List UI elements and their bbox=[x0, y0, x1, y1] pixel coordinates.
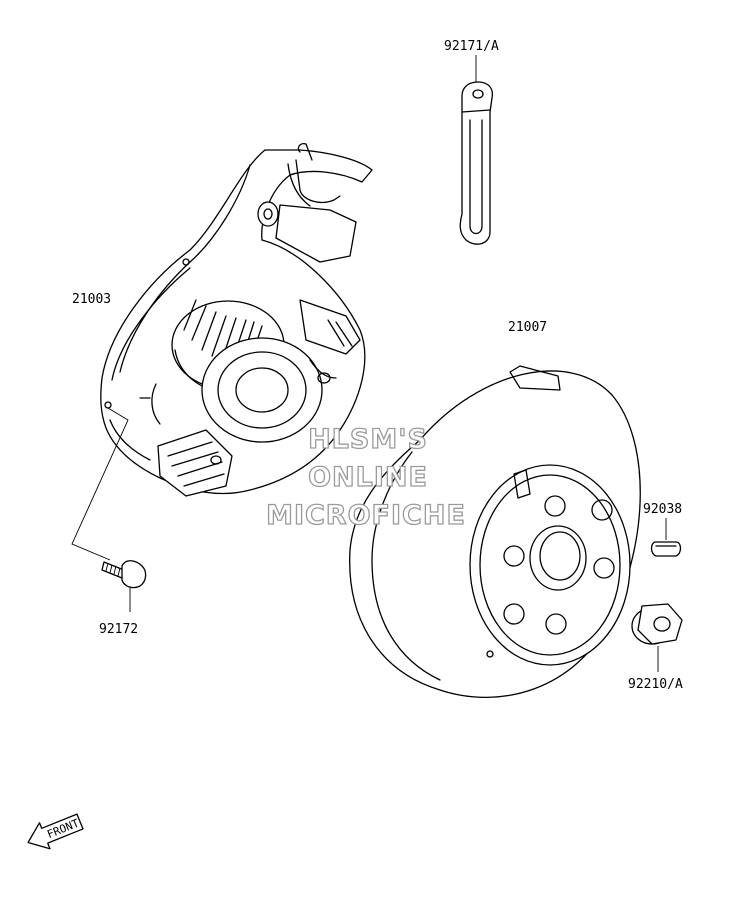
label-92172: 92172 bbox=[99, 622, 138, 637]
leader-92172 bbox=[71, 407, 129, 561]
stator-21003 bbox=[100, 142, 373, 497]
label-21007: 21007 bbox=[508, 320, 547, 335]
label-92210a: 92210/A bbox=[628, 677, 683, 692]
front-arrow: FRONT bbox=[27, 813, 84, 850]
watermark-line-3: MICROFICHE bbox=[266, 500, 466, 531]
watermark: HLSM'S ONLINE MICROFICHE bbox=[265, 423, 466, 531]
clamp-92171a bbox=[459, 55, 494, 245]
nut-92210a bbox=[631, 603, 683, 672]
label-21003: 21003 bbox=[72, 292, 111, 307]
watermark-line-1: HLSM'S bbox=[308, 424, 428, 455]
key-92038 bbox=[650, 518, 682, 557]
label-92038: 92038 bbox=[643, 502, 682, 517]
flywheel-21007 bbox=[349, 365, 641, 698]
watermark-line-2: ONLINE bbox=[308, 462, 428, 493]
screw-92172 bbox=[101, 560, 147, 612]
label-92171a: 92171/A bbox=[444, 39, 499, 54]
